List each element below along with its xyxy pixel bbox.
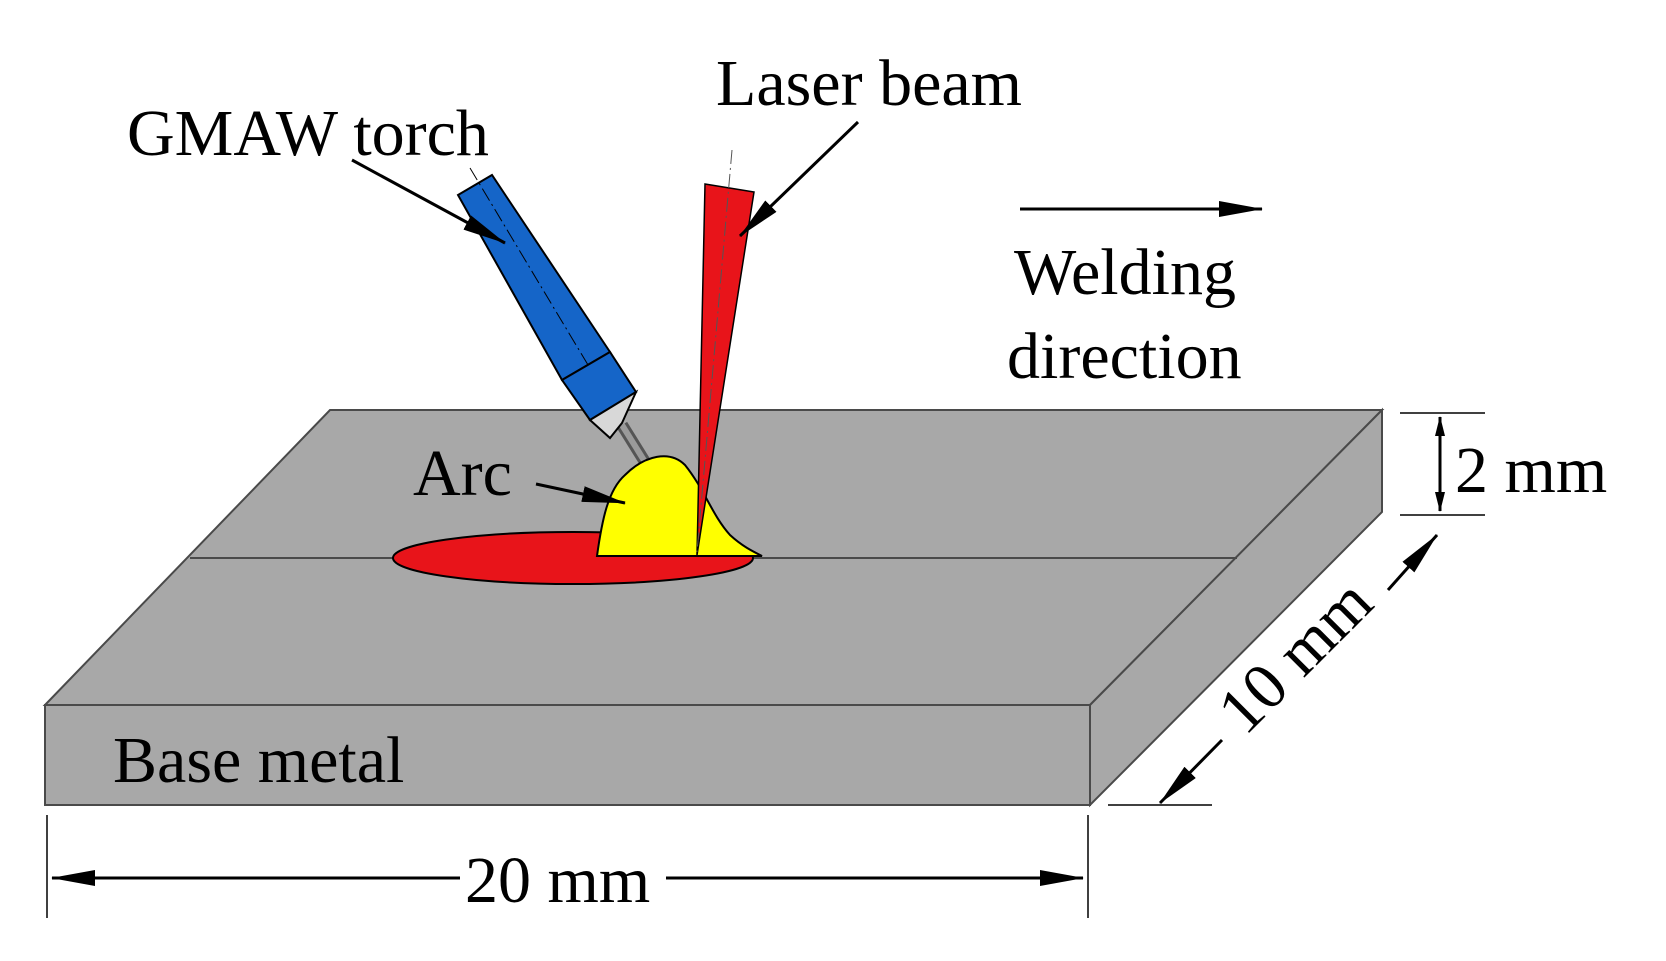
- thickness-dimension: [1400, 412, 1485, 516]
- gmaw-torch-label: GMAW torch: [127, 97, 489, 170]
- torch-contact-tip: [588, 389, 639, 440]
- laser-cone: [696, 183, 755, 556]
- arc-label: Arc: [413, 437, 512, 510]
- width-dimension: [1108, 534, 1439, 806]
- torch-centerline: [469, 167, 613, 406]
- arc-pointer: [535, 482, 626, 505]
- welding-direction-label-line2: direction: [1007, 320, 1242, 393]
- gmaw-torch-pointer: [351, 158, 506, 245]
- width-arrow-up: [1386, 534, 1439, 591]
- length-dimension-label: 20 mm: [465, 844, 650, 917]
- thickness-dimension-label: 2 mm: [1455, 434, 1607, 507]
- laser-centerline: [696, 149, 733, 553]
- width-arrow-down: [1158, 738, 1224, 805]
- length-dimension: [46, 815, 1089, 918]
- gmaw-torch: [456, 167, 639, 440]
- laser-beam: [696, 149, 755, 556]
- welding-direction-label-line1: Welding: [1014, 236, 1236, 309]
- laser-beam-label: Laser beam: [716, 47, 1022, 120]
- plate-front-face: [44, 704, 1091, 806]
- laser-beam-pointer: [738, 120, 860, 238]
- base-metal-label: Base metal: [113, 724, 404, 797]
- torch-body: [456, 173, 612, 382]
